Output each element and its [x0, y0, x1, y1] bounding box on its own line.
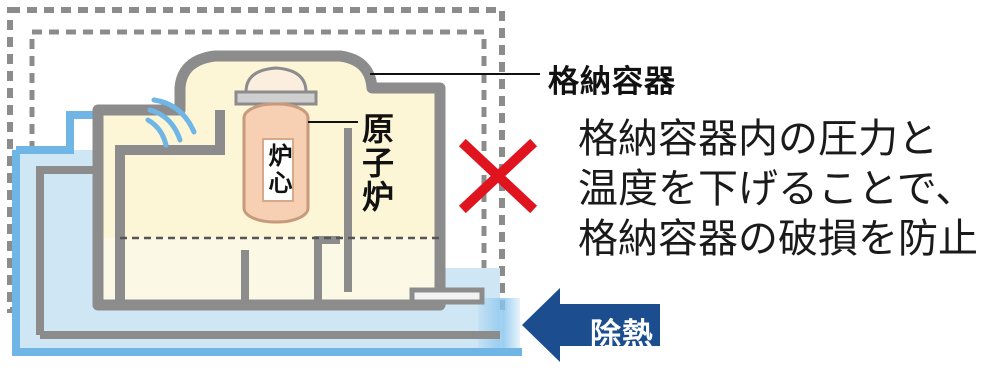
- cooling-pipe-outer: [12, 150, 522, 356]
- left-arrow-icon: [522, 288, 660, 362]
- outer-wall-left: [36, 166, 98, 335]
- containment-vessel-label: 格納容器: [548, 64, 676, 100]
- heat-removal-label: 除熱: [590, 317, 654, 353]
- containment-wall: [92, 50, 446, 311]
- description-line: 格納容器の破損を防止: [578, 216, 978, 262]
- description-line: 格納容器内の圧力と: [578, 116, 938, 162]
- description-line: 温度を下げることで、: [578, 166, 976, 212]
- downcomer-right: [314, 236, 340, 300]
- reactor-head-flange: [234, 90, 318, 106]
- steam-spray-icon: [145, 97, 197, 148]
- reactor-dome: [244, 66, 308, 94]
- heat-removal-pipe: [409, 287, 485, 305]
- description-text: 格納容器内の圧力と 温度を下げることで、 格納容器の破損を防止: [578, 114, 978, 264]
- reactor-label: 原子炉: [357, 112, 395, 214]
- heat-removal-glow: [478, 298, 520, 348]
- suppression-area: [98, 238, 440, 300]
- pedestal-left: [115, 110, 225, 300]
- cross-mark-icon: [458, 138, 538, 214]
- core-label: 炉心: [262, 138, 294, 202]
